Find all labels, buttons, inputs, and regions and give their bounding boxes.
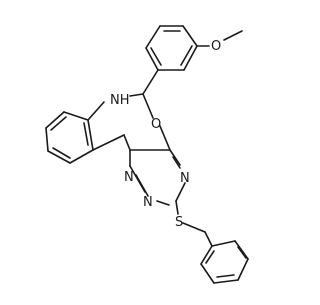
benzyl-ring xyxy=(200,231,249,284)
aryl-ch-bond xyxy=(142,69,159,95)
methoxyphenyl-ring xyxy=(145,25,198,71)
thioether-linkage xyxy=(175,200,206,233)
triazine-n-left2-label: N xyxy=(143,195,153,210)
triazine-n-right-label: N xyxy=(180,171,190,186)
molecule-canvas: NH O O N N N S xyxy=(45,25,249,284)
oxazepine-ring xyxy=(87,93,171,151)
methoxy-oxygen-label: O xyxy=(211,39,221,54)
sulfur-label: S xyxy=(175,215,183,230)
ring-oxygen-label: O xyxy=(151,117,161,132)
triazine-ring xyxy=(129,149,186,206)
atom-labels: NH O O N N N S xyxy=(110,39,221,230)
chemical-structure-diagram: NH O O N N N S xyxy=(45,25,249,284)
nh-label: NH xyxy=(110,93,130,108)
bond-lines xyxy=(45,25,249,284)
benzo-ring xyxy=(45,111,125,164)
triazine-n-left1-label: N xyxy=(124,170,134,185)
methoxy-group xyxy=(196,30,243,47)
